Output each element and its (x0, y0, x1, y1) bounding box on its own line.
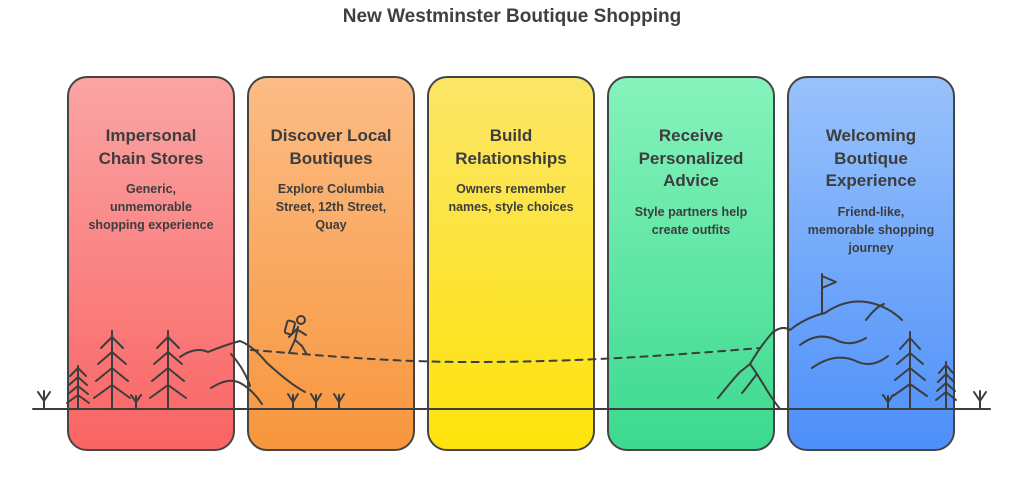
pine-tree-icon (935, 361, 957, 410)
stage-panel-relationships: Build Relationships Owners remember name… (427, 76, 595, 451)
grass-tuft-icon (882, 394, 894, 410)
dashed-path (250, 347, 761, 363)
grass-tuft-icon (130, 394, 142, 410)
stage-description: Explore Columbia Street, 12th Street, Qu… (275, 182, 387, 232)
stage-description: Generic, unmemorable shopping experience (88, 182, 214, 232)
diagram-title: New Westminster Boutique Shopping (342, 6, 682, 27)
grass-tuft-icon (37, 390, 51, 410)
stage-description: Style partners help create outfits (634, 205, 748, 237)
stage-heading: Discover Local Boutiques (270, 126, 392, 168)
hill-icon (717, 300, 903, 410)
stage-description: Friend-like, memorable shopping journey (807, 205, 935, 255)
stage-heading: Impersonal Chain Stores (98, 126, 204, 168)
stage-heading: Receive Personalized Advice (638, 126, 744, 190)
hiker-icon (283, 315, 307, 354)
grass-tuft-icon (310, 393, 322, 410)
pine-tree-icon (93, 330, 131, 410)
stage-panel-chain-stores: Impersonal Chain Stores Generic, unmemor… (67, 76, 235, 451)
pine-tree-icon (66, 365, 90, 410)
pine-tree-icon (149, 330, 187, 410)
grass-tuft-icon (973, 390, 987, 410)
grass-tuft-icon (287, 393, 299, 410)
stage-description: Owners remember names, style choices (448, 182, 574, 214)
stage-panel-welcoming-experience: Welcoming Boutique Experience Friend-lik… (787, 76, 955, 451)
stage-heading: Build Relationships (455, 126, 567, 168)
stage-panel-personalized-advice: Receive Personalized Advice Style partne… (607, 76, 775, 451)
summit-flag-icon (821, 273, 837, 315)
stage-panel-local-boutiques: Discover Local Boutiques Explore Columbi… (247, 76, 415, 451)
stage-heading: Welcoming Boutique Experience (825, 126, 917, 190)
hill-icon (179, 340, 306, 405)
pine-tree-icon (892, 331, 928, 410)
grass-tuft-icon (333, 393, 345, 410)
